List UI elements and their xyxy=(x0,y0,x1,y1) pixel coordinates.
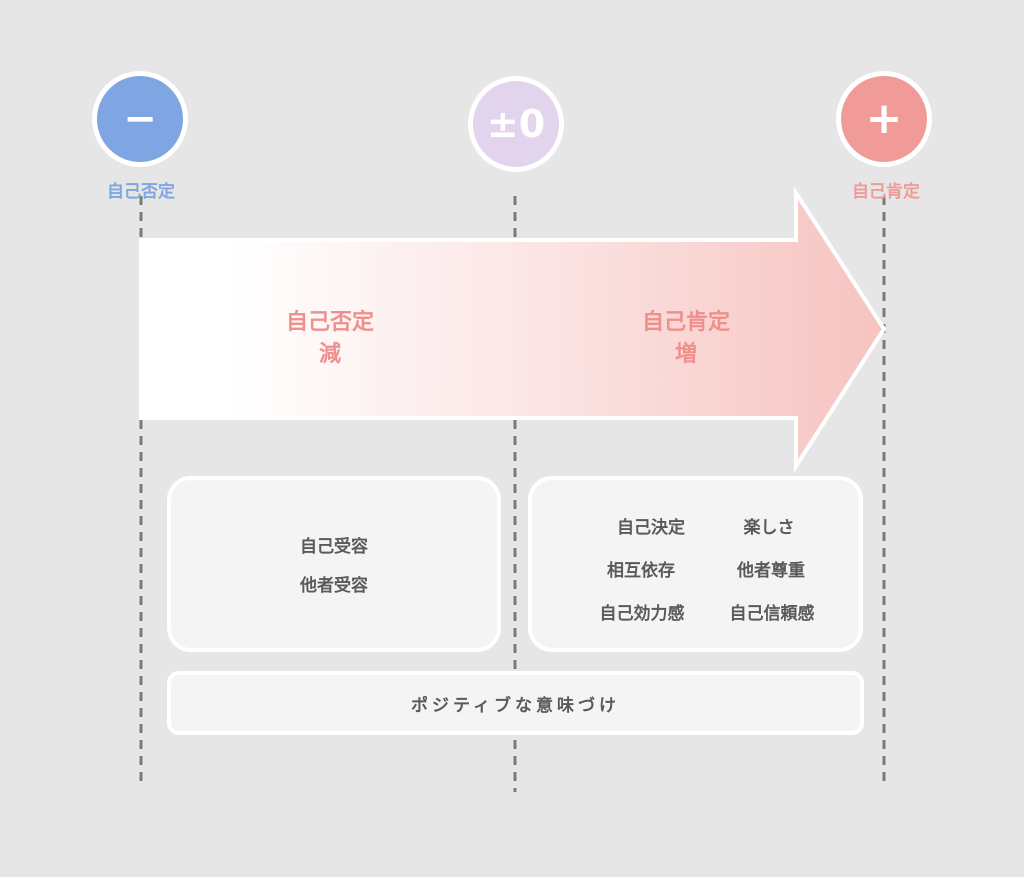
positive-meaning-label: ポジティブな意味づけ xyxy=(411,695,620,716)
list-item: 自己受容 xyxy=(300,537,368,557)
list-item: 自己決定 xyxy=(617,518,685,538)
acceptance-box: 自己受容 他者受容 xyxy=(167,476,501,652)
neutral-pole-circle: ±0 xyxy=(468,76,564,172)
plus-icon: + xyxy=(865,93,903,144)
affirmation-box: 自己決定 楽しさ 相互依存 他者尊重 自己効力感 自己信頼感 xyxy=(528,476,863,652)
list-item: 他者受容 xyxy=(300,576,368,596)
arrow-label-decrease-line2: 減 xyxy=(318,342,342,367)
arrow-label-increase: 自己肯定 増 xyxy=(642,307,730,371)
negative-pole-label: 自己否定 xyxy=(107,182,175,202)
minus-icon: − xyxy=(123,96,157,142)
positive-pole-label: 自己肯定 xyxy=(852,182,920,202)
positive-meaning-box: ポジティブな意味づけ xyxy=(167,671,864,735)
list-item: 相互依存 xyxy=(607,561,675,581)
positive-pole-circle: + xyxy=(836,71,932,167)
list-item: 楽しさ xyxy=(743,518,795,538)
negative-pole-circle: − xyxy=(92,71,188,167)
arrow-label-increase-line2: 増 xyxy=(674,342,698,367)
list-item: 他者尊重 xyxy=(737,561,805,581)
arrow-label-increase-line1: 自己肯定 xyxy=(641,310,731,335)
arrow-label-decrease: 自己否定 減 xyxy=(286,307,374,371)
list-item: 自己信頼感 xyxy=(729,604,815,624)
list-item: 自己効力感 xyxy=(599,604,685,624)
arrow-label-decrease-line1: 自己否定 xyxy=(285,310,375,335)
progress-arrow xyxy=(139,186,887,473)
plus-minus-zero-icon: ±0 xyxy=(486,102,546,146)
affirmation-grid: 自己決定 楽しさ 相互依存 他者尊重 自己効力感 自己信頼感 xyxy=(532,480,859,648)
